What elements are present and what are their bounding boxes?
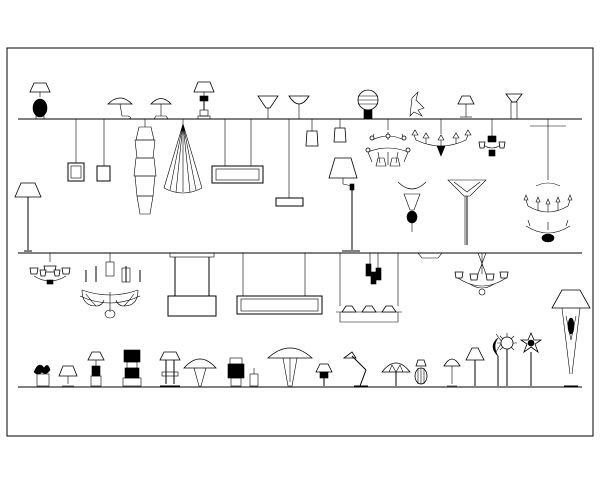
pendant-triple-shade-icon: [336, 253, 402, 323]
chandelier-tiered-large-icon: [523, 119, 573, 243]
pendant-box-wide-icon: [236, 253, 323, 315]
pendant-bell-small-icon: [305, 119, 319, 147]
small-shade-lamp-icon: [457, 95, 475, 118]
sculpture-lamp-icon: [409, 91, 425, 120]
desk-lamp-architect-icon: [342, 351, 368, 387]
chandelier-two-tier-icon: [365, 119, 411, 167]
drawing-frame: [6, 47, 594, 437]
table-lamp-small-shade-icon: [58, 365, 78, 387]
pendant-rect-small-icon: [96, 119, 111, 182]
table-lamp-vase-icon: [29, 82, 51, 120]
pendant-bar-long-cord-icon: [275, 119, 304, 207]
floor-lamp-left-icon: [14, 182, 42, 252]
table-lamp-umbrella-icon: [183, 358, 217, 387]
chandelier-bowl-arms-icon: [454, 252, 509, 296]
floor-lamp-moon-icon: [492, 333, 503, 386]
table-lamp-bottle-icon: [249, 368, 259, 387]
table-lamp-urn-icon: [122, 349, 142, 387]
table-lamp-lantern-icon: [227, 357, 245, 387]
wall-sconce-icon: [505, 93, 523, 120]
floor-uplight-torchiere-icon: [447, 179, 487, 245]
ceiling-flush-light-icon: [417, 252, 443, 259]
table-lamp-twin-pillar-icon: [159, 351, 181, 387]
floor-lamp-arm-icon: [328, 157, 360, 252]
chandelier-wide-arm-icon: [411, 119, 472, 157]
uplight-bowl-icon: [288, 95, 310, 119]
pendant-square-small-icon: [67, 119, 85, 182]
floor-lamp-star-icon: [519, 331, 543, 386]
pendant-box-two-cord-icon: [211, 119, 264, 184]
pendant-cluster-spots-icon: [365, 253, 382, 285]
floor-lamp-tall-cone-icon: [551, 289, 591, 387]
table-lamp-bell-icon: [443, 358, 461, 387]
floor-lamp-wide-shade-icon: [266, 347, 314, 387]
desk-lamp-low-icon: [107, 97, 133, 120]
globe-lamp-icon: [357, 89, 379, 120]
tall-table-lamp-icon: [193, 81, 215, 120]
mushroom-lamp-icon: [150, 98, 172, 120]
uplight-cone-icon: [257, 95, 279, 119]
pendant-stacked-lantern-icon: [133, 119, 157, 215]
chandelier-five-shade-icon: [29, 253, 71, 285]
pendant-frame-square-icon: [167, 252, 217, 317]
table-lamp-column-icon: [87, 351, 105, 387]
pendant-bell-short-icon: [333, 119, 347, 143]
floor-lamp-sun-face-icon: [497, 333, 517, 386]
floor-lamp-cone-stem-icon: [465, 347, 485, 386]
pendant-string-cone-icon: [163, 119, 203, 194]
table-lamp-ribbed-vase-icon: [414, 359, 428, 385]
table-lamp-round-shade-icon: [315, 363, 333, 386]
wall-sconce-torch-icon: [397, 181, 427, 232]
chandelier-candle-large-icon: [79, 253, 141, 319]
chandelier-small-shades-icon: [478, 119, 506, 157]
flower-vase-lamp-icon: [33, 364, 51, 387]
table-lamp-parasol-icon: [381, 362, 411, 386]
